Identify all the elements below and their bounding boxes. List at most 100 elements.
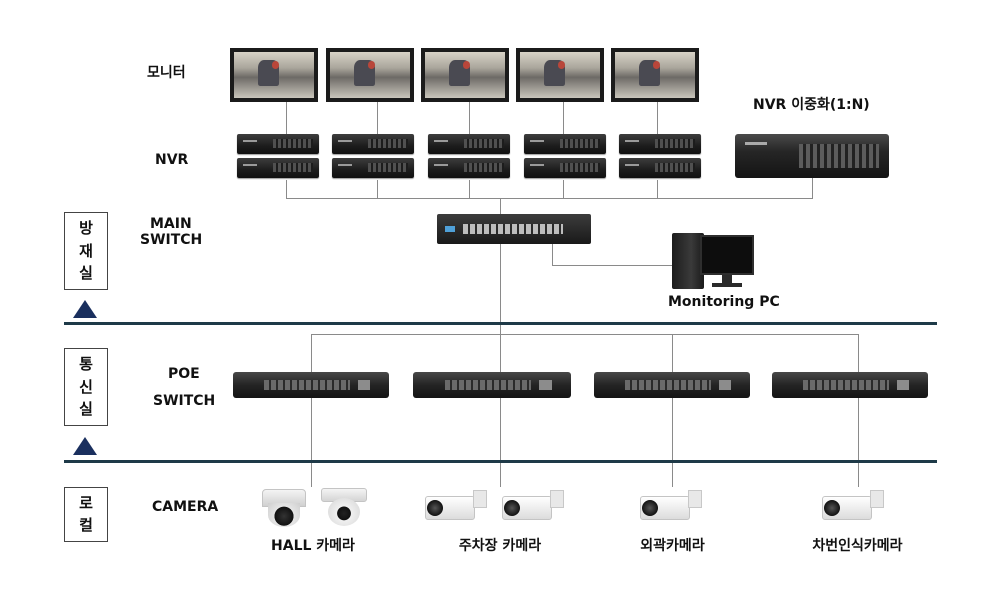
nvr-bus-wire xyxy=(286,180,287,199)
nvr-bus-wire xyxy=(563,180,564,199)
zone-divider-top xyxy=(64,322,937,325)
nvr-row-label: NVR xyxy=(155,152,189,168)
bullet-lens xyxy=(824,500,840,516)
disaster-room-box: 방 재 실 xyxy=(64,212,108,290)
monitor xyxy=(611,48,699,102)
uplink-ports xyxy=(357,380,371,390)
poe-bus-wire xyxy=(311,334,312,372)
poe-bus-wire xyxy=(500,334,501,372)
switch-ports xyxy=(463,224,563,234)
pc-stand xyxy=(722,275,732,283)
main-switch-down-wire xyxy=(500,244,501,335)
uplink-ports xyxy=(539,380,553,390)
switch-ports xyxy=(803,380,889,390)
monitoring-pc-label: Monitoring PC xyxy=(668,294,780,310)
poe-camera-wire xyxy=(311,397,312,487)
monitor-screen xyxy=(234,52,314,98)
nvr-unit xyxy=(524,158,606,178)
poe-switch-row-label-1: POE xyxy=(168,366,200,382)
camera-group-label: 주차장 카메라 xyxy=(458,538,542,554)
poe-bus-wire xyxy=(858,334,859,372)
camera-group-label: 외곽카메라 xyxy=(640,538,705,554)
zone-divider-bottom xyxy=(64,460,937,463)
camera-group-label: 차번인식카메라 xyxy=(812,538,903,554)
nvr-bus-wire xyxy=(286,198,813,199)
poe-camera-wire xyxy=(672,397,673,487)
monitor-nvr-wire xyxy=(657,100,658,134)
nvr-unit xyxy=(237,158,319,178)
nvr-unit xyxy=(332,158,414,178)
monitor-screen xyxy=(425,52,505,98)
nvr-unit xyxy=(428,134,510,154)
main-switch-row-label-1: MAIN xyxy=(150,216,192,232)
bullet-camera-icon xyxy=(640,490,702,524)
nvr-drive-bays xyxy=(799,144,879,168)
monitor-nvr-wire xyxy=(469,100,470,134)
monitor-screen xyxy=(520,52,600,98)
local-char: 로 xyxy=(79,493,93,512)
monitor xyxy=(230,48,318,102)
monitor-screen xyxy=(615,52,695,98)
nvr-bus-wire xyxy=(377,180,378,199)
main-switch-row-label-2: SWITCH xyxy=(140,232,203,248)
main-switch-up-wire xyxy=(500,198,501,214)
turret-lens xyxy=(328,498,360,526)
camera-row-label: CAMERA xyxy=(152,499,219,515)
nvr-unit xyxy=(619,158,701,178)
up-arrow-icon xyxy=(73,437,97,455)
nvr-redundancy-label: NVR 이중화(1:N) xyxy=(753,97,870,113)
bullet-lens xyxy=(504,500,520,516)
poe-switch xyxy=(413,372,571,398)
pc-wire xyxy=(552,244,553,266)
monitor-nvr-wire xyxy=(563,100,564,134)
poe-switch-row-label-2: SWITCH xyxy=(153,393,216,409)
nvr-bus-wire xyxy=(812,178,813,199)
switch-ports xyxy=(444,380,532,390)
switch-ports xyxy=(264,380,350,390)
bullet-mount xyxy=(688,490,702,508)
monitor xyxy=(326,48,414,102)
bullet-mount xyxy=(870,490,884,508)
up-arrow-icon xyxy=(73,300,97,318)
nvr-unit xyxy=(524,134,606,154)
poe-switch xyxy=(772,372,928,398)
poe-bus-wire xyxy=(672,334,673,372)
nvr-redundancy-unit xyxy=(735,134,889,178)
poe-bus-wire xyxy=(311,334,859,335)
pc-monitor-icon xyxy=(700,235,754,275)
nvr-unit xyxy=(619,134,701,154)
bullet-camera-icon xyxy=(425,490,487,524)
bullet-lens xyxy=(642,500,658,516)
turret-camera-icon xyxy=(321,488,367,528)
camera-group-label: HALL 카메라 xyxy=(271,538,355,554)
bullet-mount xyxy=(550,490,564,508)
monitor xyxy=(516,48,604,102)
nvr-bus-wire xyxy=(657,180,658,199)
disaster-room-char: 방 xyxy=(79,218,93,237)
monitor-screen xyxy=(330,52,410,98)
disaster-room-char: 실 xyxy=(79,264,93,283)
bullet-mount xyxy=(473,490,487,508)
bullet-camera-icon xyxy=(822,490,884,524)
nvr-unit xyxy=(237,134,319,154)
uplink-ports xyxy=(718,380,732,390)
status-led-icon xyxy=(445,226,455,232)
telecom-room-char: 통 xyxy=(79,354,93,373)
nvr-logo-icon xyxy=(745,142,767,145)
main-switch xyxy=(437,214,591,244)
monitor-row-label: 모니터 xyxy=(147,65,186,81)
monitor-nvr-wire xyxy=(286,100,287,134)
disaster-room-char: 재 xyxy=(79,241,93,260)
nvr-bus-wire xyxy=(469,180,470,199)
pc-wire xyxy=(552,265,674,266)
monitor-nvr-wire xyxy=(377,100,378,134)
monitor xyxy=(421,48,509,102)
nvr-unit xyxy=(428,158,510,178)
bullet-camera-icon xyxy=(502,490,564,524)
pc-tower-icon xyxy=(672,233,704,289)
switch-ports xyxy=(625,380,711,390)
poe-switch xyxy=(233,372,389,398)
pc-base xyxy=(712,283,742,287)
poe-camera-wire xyxy=(858,397,859,487)
poe-switch xyxy=(594,372,750,398)
